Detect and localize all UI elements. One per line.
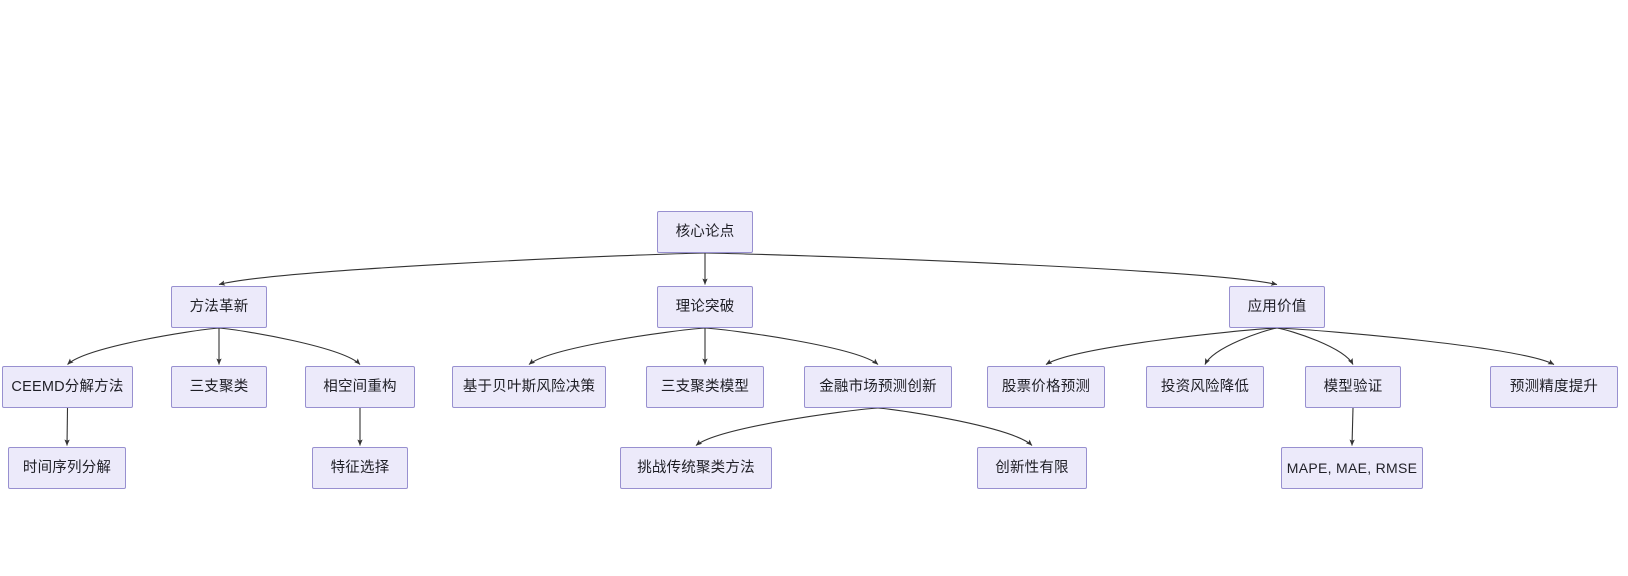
node-label: 特征选择 (330, 459, 390, 476)
node-label: CEEMD分解方法 (11, 378, 124, 395)
node-label: 时间序列分解 (22, 459, 112, 476)
node-label: 三支聚类 (189, 378, 249, 395)
node-l3c[interactable]: 挑战传统聚类方法 (620, 447, 772, 489)
node-root[interactable]: 核心论点 (657, 211, 753, 253)
node-label: 创新性有限 (995, 459, 1069, 476)
node-label: 金融市场预测创新 (819, 378, 937, 395)
node-l2c[interactable]: 相空间重构 (305, 366, 415, 408)
node-l2g[interactable]: 股票价格预测 (987, 366, 1105, 408)
node-l1b[interactable]: 理论突破 (657, 286, 753, 328)
edge-l2i-to-l3e (1349, 407, 1355, 446)
edge-l1a-to-l2a (67, 327, 220, 365)
node-l3d[interactable]: 创新性有限 (977, 447, 1087, 489)
node-l2b[interactable]: 三支聚类 (171, 366, 267, 408)
node-l2e[interactable]: 三支聚类模型 (646, 366, 764, 408)
edge-l2f-to-l3d (877, 407, 1033, 446)
node-label: 挑战传统聚类方法 (637, 459, 755, 476)
edge-group (64, 252, 1555, 446)
node-label: 三支聚类模型 (660, 378, 750, 395)
node-label: 预测精度提升 (1509, 378, 1599, 395)
node-l1a[interactable]: 方法革新 (171, 286, 267, 328)
node-label: 股票价格预测 (1001, 378, 1091, 395)
node-label: 方法革新 (189, 298, 249, 315)
edge-l1c-to-l2i (1276, 327, 1354, 365)
node-l3a[interactable]: 时间序列分解 (8, 447, 126, 489)
node-l2h[interactable]: 投资风险降低 (1146, 366, 1264, 408)
edge-l1b-to-l2d (528, 327, 706, 365)
edge-l2a-to-l3a (64, 407, 70, 446)
edge-l1c-to-l2g (1045, 327, 1278, 365)
edge-l1c-to-l2j (1276, 327, 1555, 365)
node-l2i[interactable]: 模型验证 (1305, 366, 1401, 408)
node-label: 模型验证 (1323, 378, 1383, 395)
node-l3e[interactable]: MAPE, MAE, RMSE (1281, 447, 1423, 489)
node-label: MAPE, MAE, RMSE (1286, 460, 1418, 476)
edge-l1c-to-l2h (1204, 327, 1278, 365)
edge-l1b-to-l2f (704, 327, 879, 365)
node-label: 投资风险降低 (1160, 378, 1250, 395)
node-label: 相空间重构 (323, 378, 397, 395)
edge-l1a-to-l2c (218, 327, 361, 365)
edge-root-to-l1a (218, 252, 706, 286)
node-label: 核心论点 (675, 223, 735, 240)
edge-root-to-l1c (704, 252, 1278, 286)
node-l2a[interactable]: CEEMD分解方法 (2, 366, 133, 408)
node-label: 基于贝叶斯风险决策 (462, 378, 596, 395)
edge-l2f-to-l3c (695, 407, 879, 446)
node-label: 应用价值 (1247, 298, 1307, 315)
node-label: 理论突破 (675, 298, 735, 315)
node-l2f[interactable]: 金融市场预测创新 (804, 366, 952, 408)
node-l2d[interactable]: 基于贝叶斯风险决策 (452, 366, 606, 408)
node-l3b[interactable]: 特征选择 (312, 447, 408, 489)
node-l1c[interactable]: 应用价值 (1229, 286, 1325, 328)
node-l2j[interactable]: 预测精度提升 (1490, 366, 1618, 408)
